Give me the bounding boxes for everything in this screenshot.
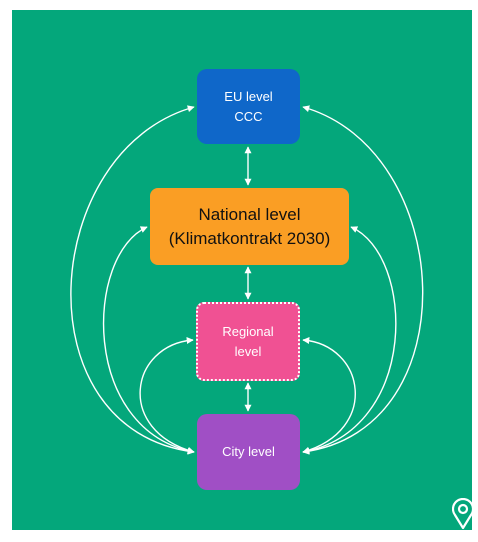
edge-city-regional-left: [139, 337, 195, 454]
node-eu-level: EU level CCC: [197, 69, 300, 144]
node-regional-level: Regional level: [196, 302, 300, 381]
location-pin-icon: [452, 498, 474, 530]
edge-city-national-left: [102, 226, 195, 455]
edge-city-regional-right: [302, 337, 356, 454]
edge-city-eu-right: [302, 105, 424, 455]
node-city-level: City level: [197, 414, 300, 490]
edge-city-national-right: [302, 226, 397, 455]
edge-city-eu-left: [70, 105, 195, 455]
node-national-level: National level (Klimatkontrakt 2030): [150, 188, 349, 265]
